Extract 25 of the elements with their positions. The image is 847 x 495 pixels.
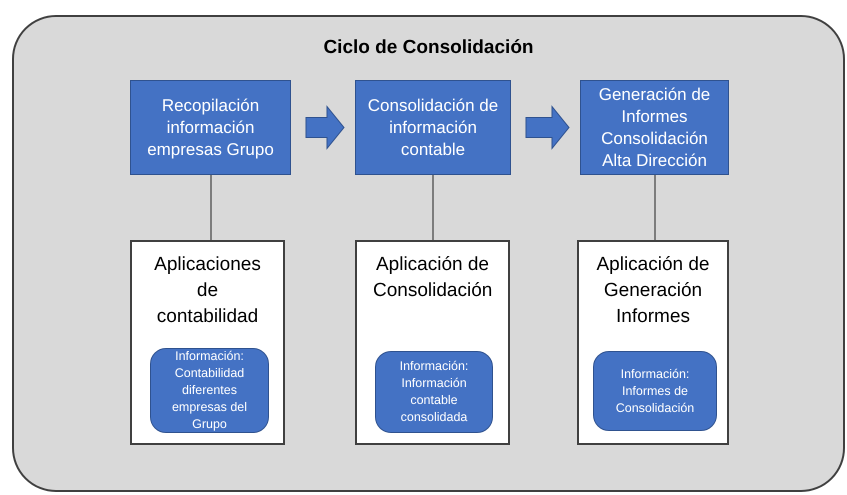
connector-line [432, 175, 434, 240]
process-box [580, 80, 729, 175]
box-text: Generación de Informes Consolidación Alta Dirección [598, 84, 712, 172]
process-box [130, 80, 291, 175]
application-box [577, 240, 729, 445]
information-box [150, 348, 269, 433]
connector-line [654, 175, 656, 240]
box-heading: Aplicación de Consolidación [373, 253, 492, 303]
cycle-panel [12, 15, 845, 492]
connector-line [210, 175, 212, 240]
box-heading: Aplicaciones de contabilidad [153, 253, 262, 329]
block-arrow [306, 105, 345, 150]
information-box [375, 351, 493, 433]
box-text: Información: Información contable consolidada [398, 358, 470, 426]
box-text: Consolidación de información contable [366, 94, 500, 160]
block-arrow [526, 105, 570, 150]
information-box [593, 351, 717, 431]
box-text: Recopilación información empresas Grupo [146, 94, 275, 160]
box-heading: Aplicación de Generación Informes [595, 253, 711, 329]
box-text: Información: Informes de Consolidación [614, 366, 696, 416]
panel-heading: Ciclo de Consolidación [322, 36, 535, 60]
process-box [355, 80, 511, 175]
application-box [130, 240, 285, 445]
box-text: Información: Contabilidad diferentes empresas del Grupo [170, 348, 248, 433]
application-box [355, 240, 510, 445]
